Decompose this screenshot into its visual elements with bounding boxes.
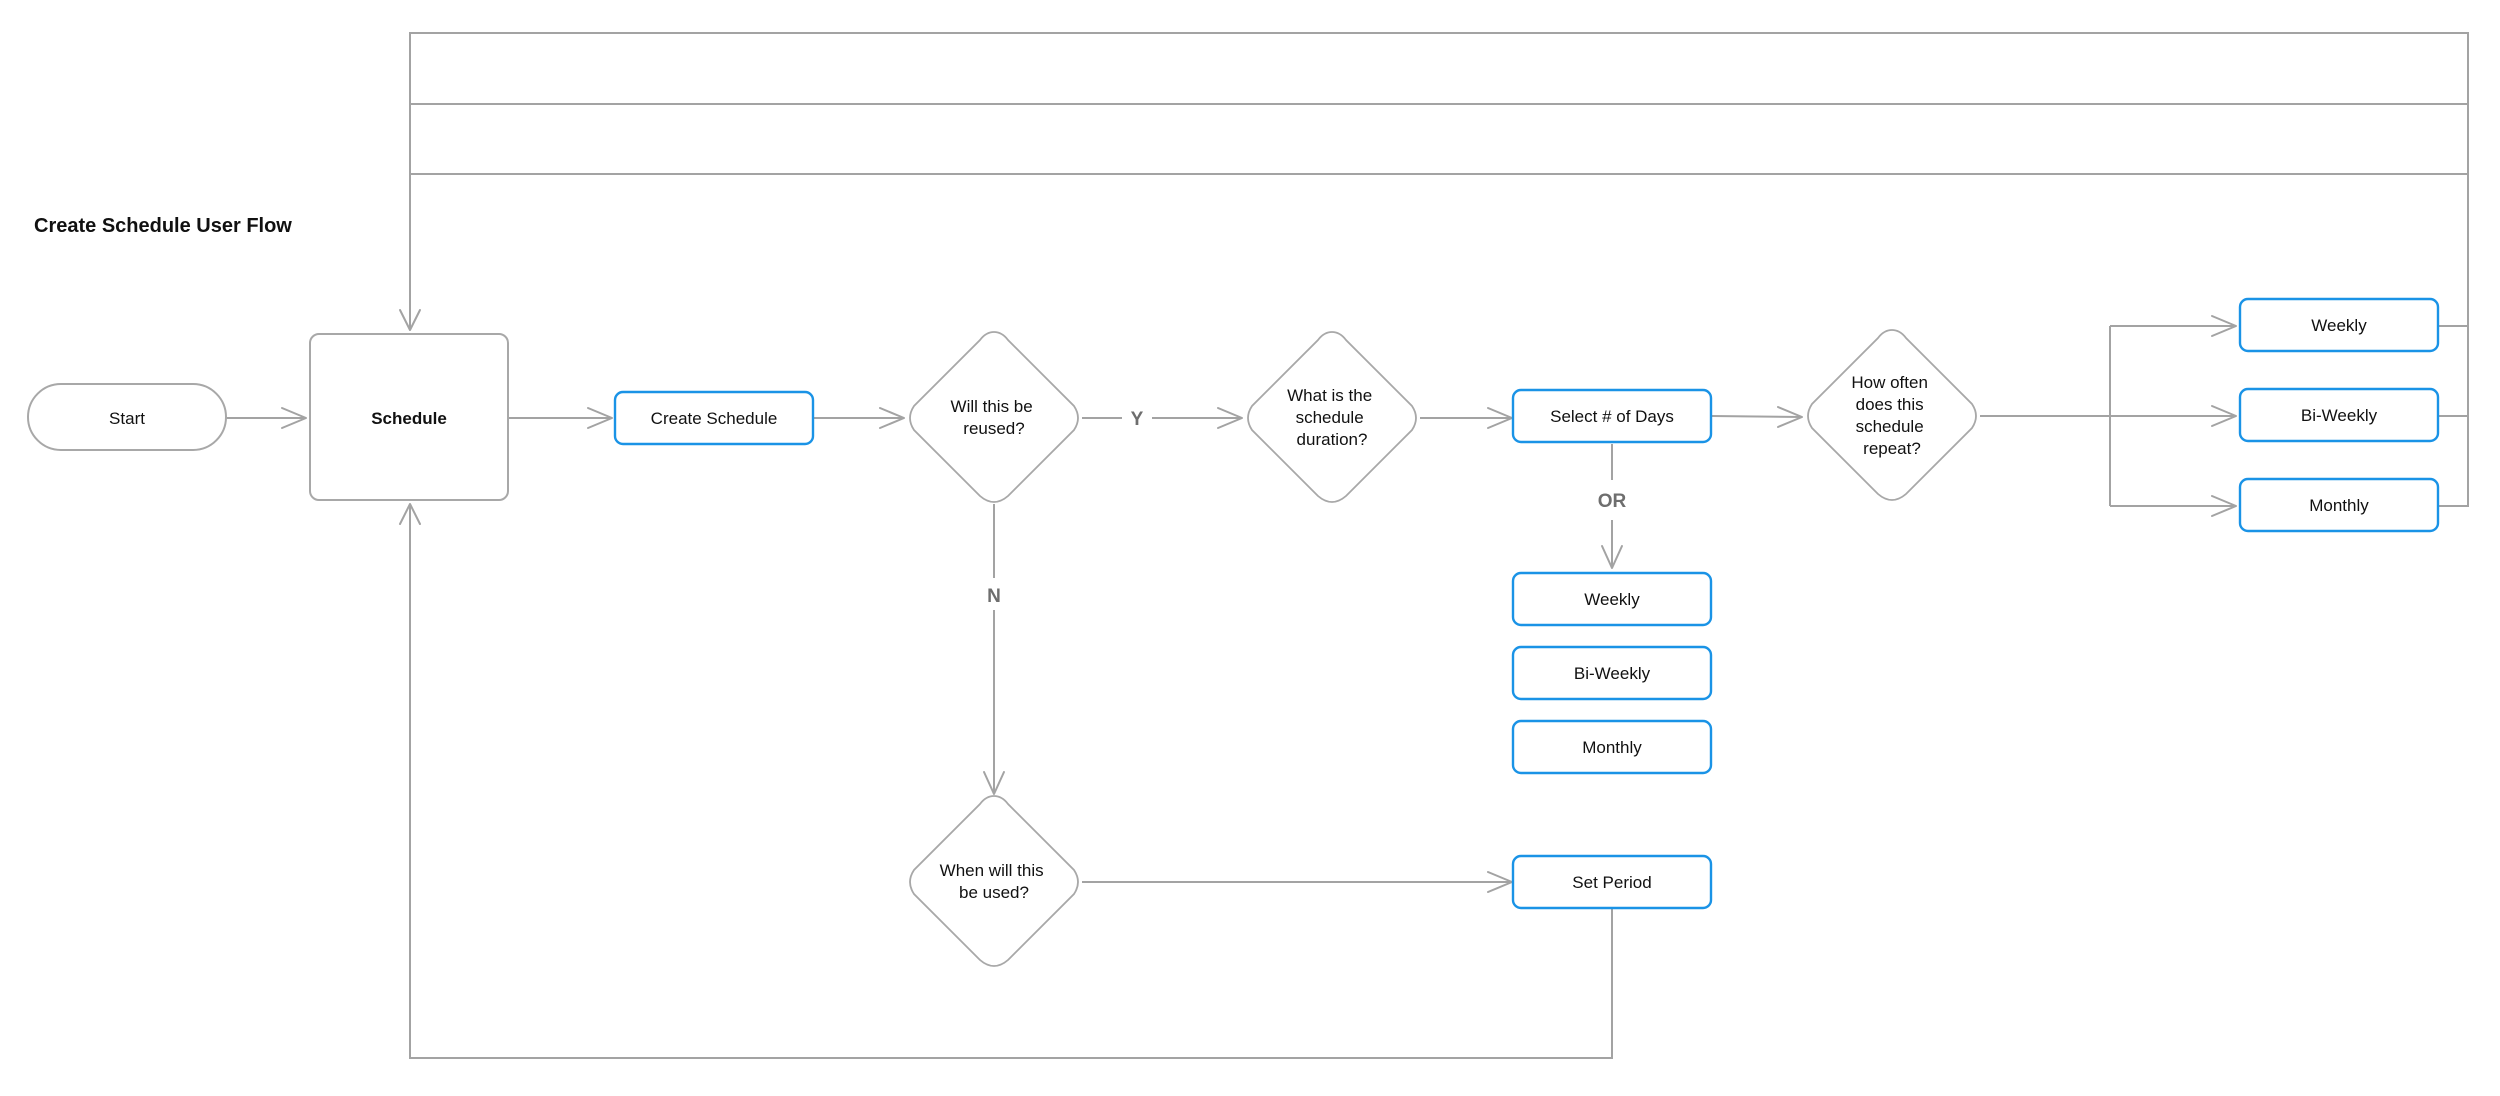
decision-reused-text: Will this be reused?	[951, 397, 1038, 438]
decision-repeat[interactable]: How often does this schedule repeat?	[1807, 329, 1977, 501]
loop-biweekly-to-schedule	[410, 103, 2469, 417]
decision-duration-line-1: What is the	[1287, 386, 1372, 405]
connector-select-repeat	[1711, 415, 1803, 418]
select-days-node[interactable]: Select # of Days	[1511, 388, 1713, 444]
duration-biweekly-node[interactable]: Bi-Weekly	[1511, 645, 1713, 701]
repeat-weekly-label: Weekly	[2311, 316, 2367, 335]
arrowhead	[399, 309, 421, 331]
repeat-monthly-node[interactable]: Monthly	[2238, 477, 2440, 533]
decision-duration[interactable]: What is the schedule duration?	[1247, 331, 1417, 503]
decision-when-line-2: be used?	[959, 883, 1029, 902]
duration-monthly-node[interactable]: Monthly	[1511, 719, 1713, 775]
set-period-label: Set Period	[1572, 873, 1651, 892]
schedule-label: Schedule	[371, 409, 447, 428]
start-label: Start	[109, 409, 145, 428]
set-period-node[interactable]: Set Period	[1511, 854, 1713, 910]
edge-label-or: OR	[1598, 491, 1627, 512]
repeat-monthly-label: Monthly	[2309, 496, 2369, 515]
flow-title: Create Schedule User Flow	[34, 215, 292, 237]
arrowhead	[2211, 405, 2237, 427]
arrowhead	[587, 407, 613, 429]
start-node[interactable]: Start	[27, 383, 227, 451]
repeat-biweekly-label: Bi-Weekly	[2301, 406, 2378, 425]
edge-label-no: N	[987, 586, 1001, 607]
duration-weekly-label: Weekly	[1584, 590, 1640, 609]
repeat-weekly-node[interactable]: Weekly	[2238, 297, 2440, 353]
arrowhead	[2211, 315, 2237, 337]
edge-label-yes: Y	[1131, 409, 1144, 430]
arrowhead	[281, 407, 307, 429]
loop-weekly-to-schedule	[409, 32, 2469, 330]
duration-biweekly-label: Bi-Weekly	[1574, 664, 1651, 683]
arrowhead	[1217, 407, 1243, 429]
decision-duration-line-2: schedule	[1296, 408, 1364, 427]
arrowhead	[399, 503, 421, 525]
decision-repeat-line-2: does this	[1856, 395, 1924, 414]
loop-period-to-schedule	[409, 504, 1613, 1059]
arrowhead	[983, 771, 1005, 795]
decision-when-line-1: When will this	[940, 861, 1044, 880]
loop-monthly-to-schedule	[410, 173, 2469, 507]
decision-duration-text: What is the schedule duration?	[1287, 386, 1377, 449]
decision-reused-line-1: Will this be	[951, 397, 1033, 416]
arrowhead	[1601, 545, 1623, 569]
decision-repeat-line-4: repeat?	[1863, 439, 1921, 458]
decision-repeat-text: How often does this schedule repeat?	[1851, 373, 1932, 458]
decision-when[interactable]: When will this be used?	[909, 795, 1079, 967]
decision-duration-line-3: duration?	[1297, 430, 1368, 449]
arrowhead	[879, 407, 905, 429]
create-schedule-label: Create Schedule	[651, 409, 778, 428]
create-schedule-node[interactable]: Create Schedule	[613, 390, 815, 446]
arrowhead	[1777, 406, 1803, 428]
select-days-label: Select # of Days	[1550, 407, 1674, 426]
connectors	[226, 32, 2469, 1059]
arrowhead	[2211, 495, 2237, 517]
decision-reused-line-2: reused?	[963, 419, 1024, 438]
decision-repeat-line-3: schedule	[1856, 417, 1924, 436]
decision-when-text: When will this be used?	[940, 861, 1049, 902]
schedule-node[interactable]: Schedule	[309, 333, 509, 501]
duration-monthly-label: Monthly	[1582, 738, 1642, 757]
decision-reused[interactable]: Will this be reused?	[909, 331, 1079, 503]
repeat-biweekly-node[interactable]: Bi-Weekly	[2238, 387, 2440, 443]
duration-weekly-node[interactable]: Weekly	[1511, 571, 1713, 627]
decision-repeat-line-1: How often	[1851, 373, 1928, 392]
